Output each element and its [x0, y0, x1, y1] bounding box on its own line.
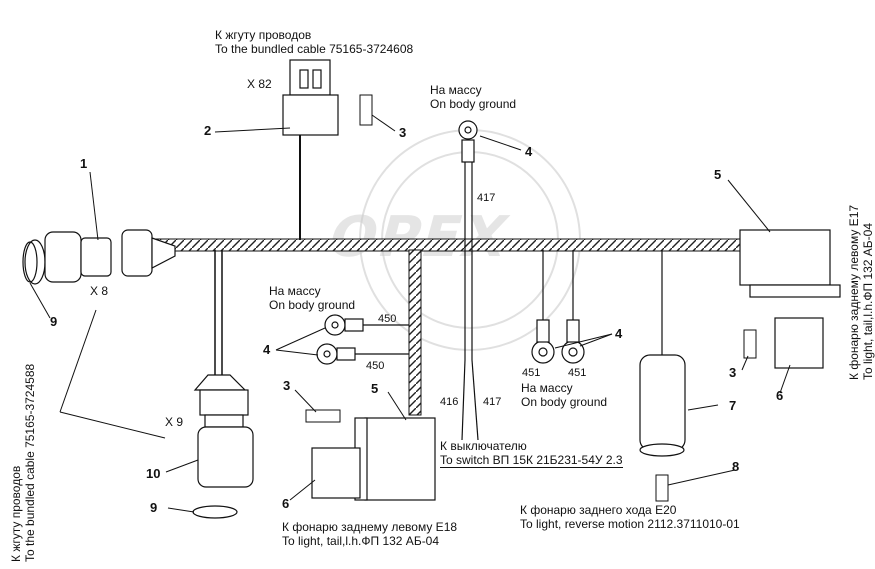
ring-terminal-4a: [458, 120, 478, 163]
wire-417-bottom: 417: [483, 396, 502, 408]
ground-top-ru: На массу: [430, 83, 482, 97]
callout-6b: 6: [282, 496, 290, 511]
callout-2: 2: [204, 123, 212, 138]
ring-9a: [22, 241, 38, 283]
tail-left-ru: К фонарю заднему левому Е18: [282, 520, 458, 534]
connector-7: [639, 354, 686, 457]
ring-terminals-450: [316, 314, 364, 365]
connector-x82: [282, 59, 339, 136]
right-vertical-en: To light, tail,l.h.ФП 132 АБ-04: [861, 222, 875, 380]
callout-3a: 3: [399, 125, 407, 140]
ground-right-ru: На массу: [521, 381, 573, 395]
x8-label: X 8: [90, 284, 109, 298]
ground-left-ru: На массу: [269, 284, 321, 298]
x82-label: X 82: [247, 77, 272, 91]
reverse-ru: К фонарю заднего хода Е20: [520, 503, 677, 517]
ground-right-en: On body ground: [521, 395, 608, 409]
connector-1: [24, 229, 176, 285]
callout-6a: 6: [776, 388, 784, 403]
wire-450-a: 450: [378, 313, 397, 325]
connector-5-bottom: [311, 417, 436, 501]
tail-left-en: To light, tail,l.h.ФП 132 АБ-04: [282, 534, 440, 548]
switch-ru: К выключателю: [440, 439, 527, 453]
main-harness: [154, 135, 746, 441]
callout-7: 7: [729, 398, 737, 413]
wire-417-top: 417: [477, 192, 496, 204]
wire-451-a: 451: [522, 367, 541, 379]
terminal-3a: [359, 94, 373, 126]
switch-en: To switch ВП 15К 21Б231-54У 2.3: [440, 453, 623, 468]
callout-9b: 9: [150, 500, 158, 515]
top-bundle-ru: К жгуту проводов: [215, 28, 312, 42]
callout-4b: 4: [263, 342, 271, 357]
terminal-8: [655, 474, 669, 502]
terminal-3b: [305, 409, 341, 423]
callout-3c: 3: [729, 365, 737, 380]
callout-5b: 5: [371, 381, 379, 396]
x9-label: X 9: [165, 415, 184, 429]
wire-416: 416: [440, 396, 459, 408]
wire-451-b: 451: [568, 367, 587, 379]
connector-x9: [192, 374, 254, 519]
top-bundle-en: To the bundled cable 75165-3724608: [215, 42, 414, 56]
ground-left-en: On body ground: [269, 298, 356, 312]
callout-3b: 3: [283, 378, 291, 393]
ring-terminals-451: [531, 319, 585, 364]
left-vertical-ru: К жгуту проводов: [9, 465, 23, 562]
callout-1: 1: [80, 156, 88, 171]
callout-5a: 5: [714, 167, 722, 182]
callout-9a: 9: [50, 314, 58, 329]
callout-4c: 4: [615, 326, 623, 341]
wire-450-b: 450: [366, 360, 385, 372]
callout-10: 10: [146, 466, 161, 481]
reverse-en: To light, reverse motion 2112.3711010-01: [520, 517, 740, 531]
leader-lines: [29, 114, 791, 513]
callout-8: 8: [732, 459, 740, 474]
ground-top-en: On body ground: [430, 97, 517, 111]
right-vertical-ru: К фонарю заднему левому Е17: [847, 204, 861, 380]
callout-4a: 4: [525, 144, 533, 159]
terminal-3c: [743, 329, 757, 359]
left-vertical-en: To the bundled cable 75165-3724588: [23, 363, 37, 562]
connector-5-right: [739, 229, 841, 369]
